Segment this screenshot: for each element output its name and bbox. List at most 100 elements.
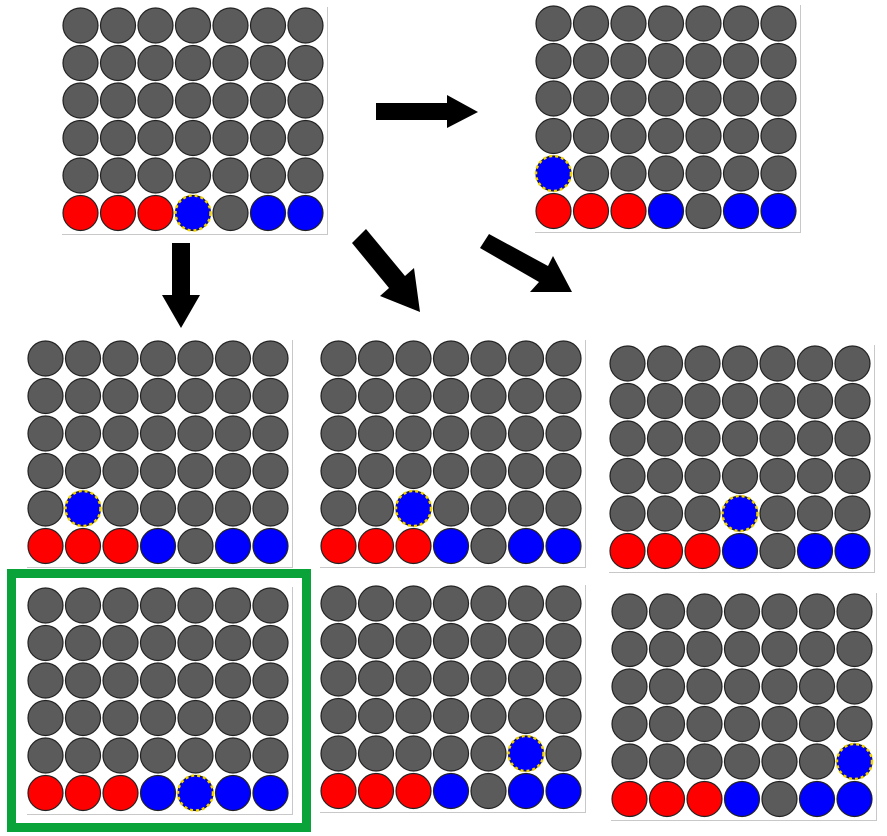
empty-slot [759, 382, 796, 420]
empty-slot [723, 630, 761, 668]
empty-slot [507, 452, 545, 490]
empty-slot [174, 82, 212, 119]
empty-slot [685, 80, 722, 117]
empty-slot [432, 340, 470, 377]
empty-slot [761, 743, 798, 780]
empty-slot [759, 495, 796, 532]
empty-slot [177, 340, 214, 377]
blue-disc [249, 194, 287, 232]
board-row3-middle [320, 585, 586, 813]
empty-slot [686, 705, 723, 743]
board-grid [320, 340, 582, 565]
empty-slot [252, 415, 289, 452]
empty-slot [62, 7, 99, 44]
empty-slot [535, 80, 572, 117]
empty-slot [320, 377, 357, 415]
empty-slot [102, 699, 139, 737]
blue-disc [507, 527, 545, 565]
empty-slot [609, 495, 646, 532]
empty-slot [64, 737, 102, 774]
empty-slot [357, 452, 395, 490]
empty-slot [214, 340, 252, 377]
empty-slot [395, 377, 432, 415]
red-disc [610, 192, 647, 230]
empty-slot [395, 585, 432, 622]
empty-slot [139, 662, 177, 699]
empty-slot [432, 735, 470, 772]
empty-slot [99, 157, 137, 194]
red-disc [62, 194, 99, 232]
candidate-ring-icon [507, 734, 545, 773]
empty-slot [507, 585, 545, 622]
board-grid [27, 587, 289, 812]
arrow-down-right-shallow-icon [480, 234, 572, 292]
board-grid [611, 593, 874, 818]
empty-slot [611, 593, 648, 630]
empty-slot [545, 452, 582, 490]
empty-slot [320, 622, 357, 660]
empty-slot [357, 697, 395, 735]
empty-slot [759, 345, 796, 382]
empty-slot [212, 157, 249, 194]
empty-slot [137, 7, 174, 44]
empty-slot [174, 44, 212, 82]
empty-slot [287, 157, 324, 194]
red-disc [686, 780, 723, 818]
empty-slot [685, 117, 722, 155]
empty-slot [545, 585, 582, 622]
empty-slot [723, 668, 761, 705]
blue-disc [796, 532, 834, 570]
empty-slot [252, 452, 289, 490]
empty-slot [64, 587, 102, 624]
empty-slot [139, 737, 177, 774]
red-disc [611, 780, 648, 818]
candidate-ring-icon [176, 774, 215, 812]
red-disc [395, 772, 432, 810]
empty-slot [684, 495, 721, 532]
empty-slot [760, 42, 797, 80]
empty-slot [357, 340, 395, 377]
empty-slot [139, 415, 177, 452]
blue-disc [139, 527, 177, 565]
empty-slot [432, 452, 470, 490]
empty-slot [214, 452, 252, 490]
empty-slot [723, 743, 761, 780]
empty-slot [721, 420, 759, 457]
empty-slot [102, 490, 139, 527]
empty-slot [214, 587, 252, 624]
empty-slot [357, 622, 395, 660]
empty-slot [470, 622, 507, 660]
blue-disc [214, 527, 252, 565]
empty-slot [99, 82, 137, 119]
empty-slot [609, 457, 646, 495]
empty-slot [432, 660, 470, 697]
empty-slot [27, 699, 64, 737]
empty-slot [395, 340, 432, 377]
empty-slot [836, 593, 873, 630]
empty-slot [647, 5, 685, 42]
empty-slot [27, 737, 64, 774]
blue-disc [798, 780, 836, 818]
empty-slot [357, 490, 395, 527]
candidate-ring-icon [835, 742, 874, 781]
empty-slot [834, 495, 871, 532]
empty-slot [287, 7, 324, 44]
empty-slot [507, 415, 545, 452]
empty-slot [102, 340, 139, 377]
empty-slot [320, 660, 357, 697]
empty-slot [796, 457, 834, 495]
candidate-ring-icon [174, 194, 212, 232]
empty-slot [470, 585, 507, 622]
empty-slot [102, 624, 139, 662]
empty-slot [610, 5, 647, 42]
candidate-ring-icon [64, 489, 102, 528]
empty-slot [796, 382, 834, 420]
empty-slot [252, 699, 289, 737]
candidate-ring-icon [394, 489, 433, 528]
red-disc [648, 780, 686, 818]
empty-slot [212, 7, 249, 44]
empty-slot [139, 587, 177, 624]
red-disc [27, 774, 64, 812]
empty-slot [27, 377, 64, 415]
